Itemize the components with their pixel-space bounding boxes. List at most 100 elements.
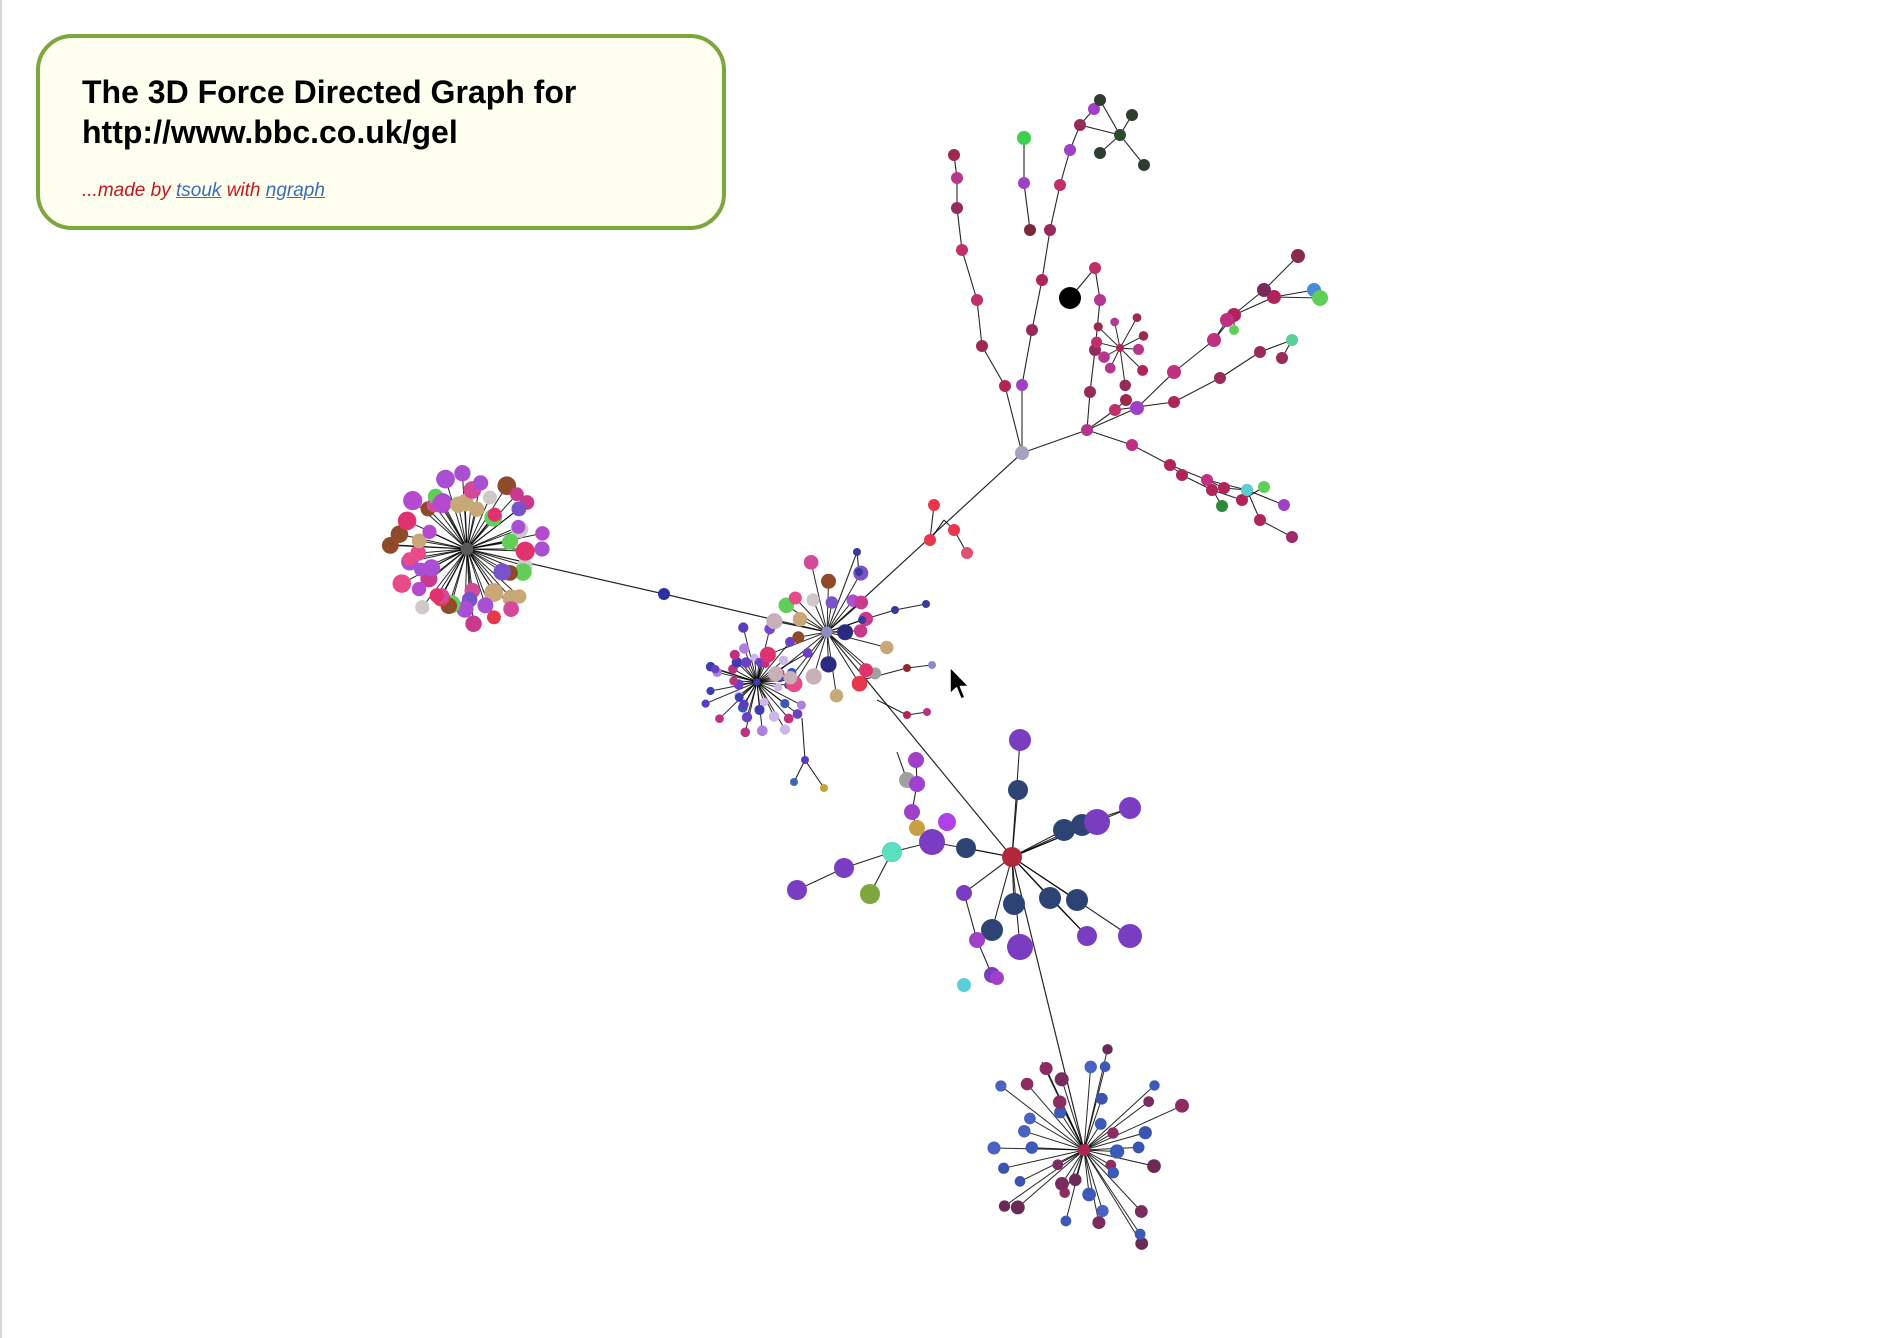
graph-edge [1029,1118,1085,1151]
graph-edge [981,345,1006,387]
graph-node [1216,500,1228,512]
graph-edge [1263,255,1299,291]
graph-node [1094,147,1106,159]
graph-node [853,548,861,556]
graph-edge [793,631,828,685]
graph-edge [421,548,468,608]
graph-edge [399,533,468,550]
graph-edge [436,548,468,596]
graph-edge [826,602,862,633]
graph-node [754,704,765,715]
library-link[interactable]: ngraph [265,180,325,201]
graph-edge [1086,391,1091,431]
graph-node [1218,482,1230,494]
graph-node [923,708,931,716]
graph-node [855,568,863,576]
graph-node [1126,109,1138,121]
graph-node [774,683,783,692]
graph-node [801,756,809,764]
graph-node [981,919,1003,941]
graph-node [1026,324,1038,336]
graph-edge [894,603,927,611]
graph-node [1109,1144,1125,1159]
graph-node [969,932,985,948]
graph-node [825,596,839,609]
graph-node [1201,474,1213,486]
graph-node [909,776,925,792]
graph-edge [826,631,1013,858]
graph-node [1099,1061,1111,1072]
graph-node [1116,344,1124,352]
graph-edge [1031,279,1043,331]
graph-node [1114,129,1126,141]
graph-node [1176,469,1188,481]
graph-node [796,700,806,710]
graph-node [1167,365,1181,379]
graph-node [1291,249,1305,263]
graph-node [788,591,802,605]
graph-edge [1083,1132,1146,1151]
graph-node [779,724,791,735]
graph-node [1130,401,1144,415]
graph-edge [906,664,933,669]
graph-node [1236,494,1248,506]
graph-node [787,880,807,900]
graph-node [1053,819,1075,841]
graph-node [1102,1044,1113,1055]
graph-node [1254,514,1266,526]
graph-edge [774,620,828,633]
graph-node [928,661,936,669]
graph-node [1164,459,1176,471]
graph-node [1119,379,1131,392]
graph-node [783,713,794,724]
graph-node [904,804,920,820]
graph-node [803,554,819,570]
graph-edge [1173,377,1221,403]
graph-node [738,622,749,633]
graph-edge [826,551,858,633]
graph-node [1091,336,1103,348]
title-line-2: http://www.bbc.co.uk/gel [82,114,458,150]
graph-edge [826,600,854,633]
graph-edge [715,668,758,683]
graph-node [792,631,805,644]
graph-edge [1031,1147,1085,1151]
graph-node [768,711,780,722]
graph-edge [1061,1079,1085,1151]
graph-node [1257,283,1271,297]
graph-edge [406,520,468,550]
graph-edge [1004,1149,1085,1207]
graph-edge [466,548,526,552]
graph-node [998,1200,1011,1212]
graph-edge [1079,124,1121,136]
graph-node [511,519,526,534]
graph-node [1018,1124,1031,1138]
graph-edge [793,759,806,783]
graph-edge [756,681,790,719]
graph-node [734,692,744,702]
graph-node [1003,893,1025,915]
graph-node [1104,362,1116,374]
graph-edge [1119,317,1138,349]
graph-edge [1083,1098,1103,1151]
graph-node [853,624,868,638]
graph-edge [804,759,825,789]
graph-edge [963,892,978,941]
graph-edge [1083,1105,1183,1151]
graph-node [780,698,790,709]
graph-node [1214,372,1226,384]
page-title: The 3D Force Directed Graph for http://w… [82,72,682,152]
graph-node [469,501,485,517]
info-panel: The 3D Force Directed Graph for http://w… [36,34,726,230]
graph-node [891,606,899,614]
graph-edge [1083,1149,1100,1223]
graph-node [829,688,844,703]
graph-edge [775,631,828,675]
graph-node [1206,484,1218,496]
graph-node [1052,1159,1064,1171]
graph-node [432,494,452,514]
author-link[interactable]: tsouk [176,180,222,201]
graph-edge [466,508,520,550]
graph-node [928,499,940,511]
